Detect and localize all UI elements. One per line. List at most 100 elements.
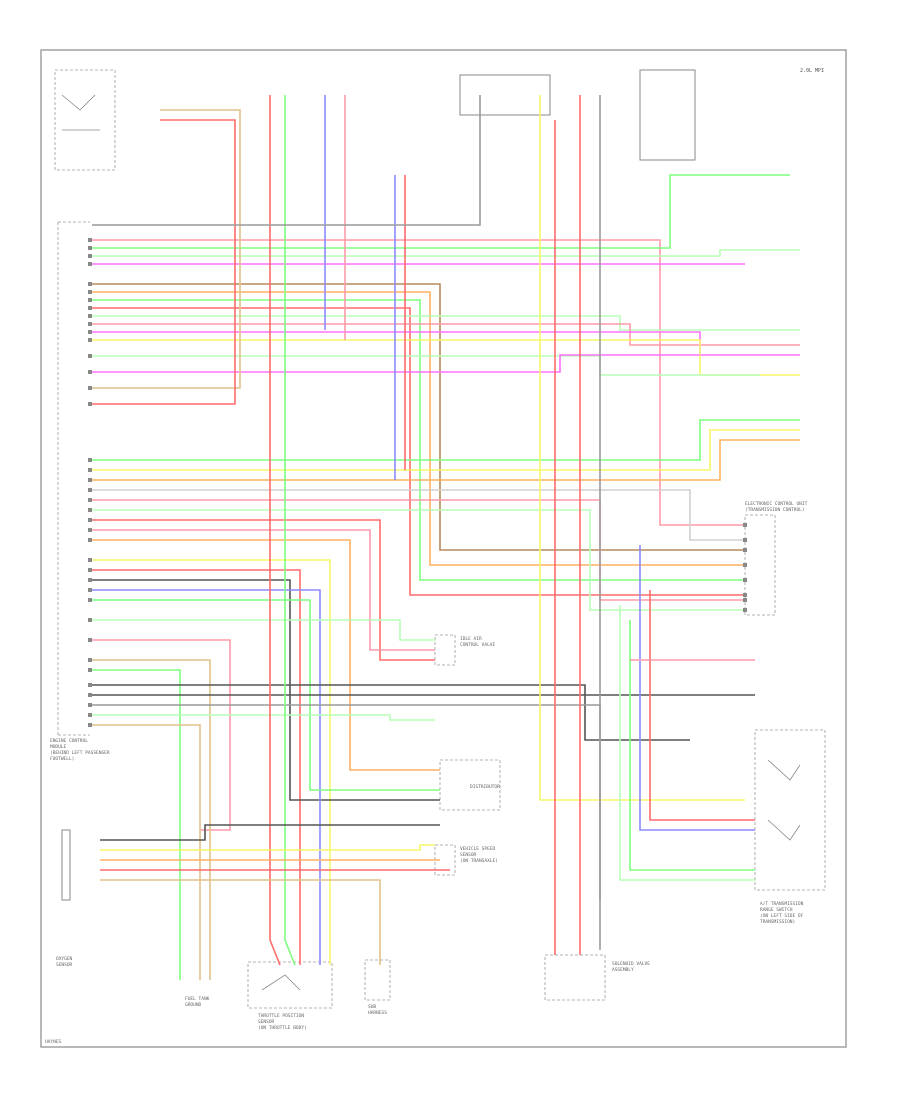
wire-57 bbox=[100, 879, 381, 965]
diagram-legend: HAYNES bbox=[45, 1039, 62, 1045]
wire-13 bbox=[92, 354, 700, 373]
idle-air-control-box bbox=[434, 634, 456, 666]
solenoid-valve-label: SOLENOID VALVE ASSEMBLY bbox=[612, 961, 653, 973]
ecm-pin-25 bbox=[88, 558, 92, 562]
ecm-pin-38 bbox=[88, 723, 92, 727]
ecm-pin-30 bbox=[88, 618, 92, 622]
distributor-label: DISTRIBUTOR bbox=[470, 784, 500, 790]
wire-25 bbox=[92, 559, 331, 965]
ecm-pin-0 bbox=[88, 238, 92, 242]
wire-6 bbox=[92, 299, 745, 581]
ecm-pin-13 bbox=[88, 370, 92, 374]
wire-23 bbox=[92, 529, 435, 651]
top-connector-box bbox=[459, 74, 551, 116]
ecm-pin-4 bbox=[88, 282, 92, 286]
ecm-pin-29 bbox=[88, 598, 92, 602]
wire-0 bbox=[92, 239, 745, 526]
sub-harness-label: SUB HARNESS bbox=[368, 1004, 387, 1016]
wire-17 bbox=[92, 429, 800, 471]
ecm-pin-6 bbox=[88, 298, 92, 302]
wire-1 bbox=[92, 174, 790, 249]
wire-37 bbox=[92, 714, 435, 721]
wire-4 bbox=[92, 283, 745, 551]
vss-label: VEHICLE SPEED SENSOR (ON TRANSAXLE) bbox=[460, 846, 498, 864]
wire-2 bbox=[92, 249, 800, 257]
wire-22 bbox=[92, 519, 435, 661]
ecu-pin-6 bbox=[743, 598, 747, 602]
wire-19 bbox=[92, 489, 745, 541]
wire-5 bbox=[92, 291, 745, 566]
wire-8 bbox=[92, 315, 800, 331]
top-right-box bbox=[639, 69, 696, 161]
at-range-switch-box bbox=[754, 729, 826, 891]
wire-47 bbox=[639, 545, 755, 831]
ecm-pin-32 bbox=[88, 658, 92, 662]
at-range-switch-label: A/T TRANSMISSION RANGE SWITCH (ON LEFT S… bbox=[760, 901, 806, 925]
wire-15 bbox=[92, 119, 236, 405]
ecm-pin-37 bbox=[88, 713, 92, 717]
ecm-pin-24 bbox=[88, 538, 92, 542]
ecm-pin-35 bbox=[88, 693, 92, 697]
ecm-pin-34 bbox=[88, 683, 92, 687]
wire-38 bbox=[92, 724, 201, 980]
ecm-bracket bbox=[57, 221, 90, 736]
throttle-position-sensor-box bbox=[247, 961, 333, 1009]
ecm-pin-27 bbox=[88, 578, 92, 582]
ecu-label: ELECTRONIC CONTROL UNIT (TRANSMISSION CO… bbox=[745, 501, 810, 513]
o2-sensor-bar bbox=[61, 829, 71, 901]
ecu-pin-7 bbox=[743, 608, 747, 612]
ecm-pin-14 bbox=[88, 386, 92, 390]
wire-group bbox=[92, 95, 800, 980]
wire-43 bbox=[539, 95, 745, 801]
ecm-pin-17 bbox=[88, 468, 92, 472]
wire-14 bbox=[92, 109, 241, 389]
ecm-pin-11 bbox=[88, 338, 92, 342]
wire-32 bbox=[92, 659, 211, 980]
ecm-pin-22 bbox=[88, 518, 92, 522]
wire-59 bbox=[92, 95, 481, 226]
wire-50 bbox=[629, 620, 755, 871]
ecm-pin-1 bbox=[88, 246, 92, 250]
ecm-pin-28 bbox=[88, 588, 92, 592]
wire-56 bbox=[100, 844, 435, 851]
pin-group bbox=[88, 238, 747, 727]
top-left-relay bbox=[54, 69, 116, 171]
o2-sensor-label: OXYGEN SENSOR bbox=[56, 956, 75, 968]
fuel-tank-ground-label: FUEL TANK GROUND bbox=[185, 996, 212, 1008]
diagram-note: 2.0L MPI bbox=[800, 68, 824, 74]
ecm-pin-31 bbox=[88, 638, 92, 642]
ecm-pin-7 bbox=[88, 306, 92, 310]
ecm-pin-20 bbox=[88, 498, 92, 502]
wire-34 bbox=[92, 684, 690, 741]
ecm-pin-12 bbox=[88, 354, 92, 358]
ecm-pin-21 bbox=[88, 508, 92, 512]
diagram-frame bbox=[40, 49, 847, 1048]
ecm-pin-3 bbox=[88, 262, 92, 266]
ecm-pin-36 bbox=[88, 703, 92, 707]
wire-27 bbox=[92, 579, 440, 801]
tps-label: THROTTLE POSITION SENSOR (ON THROTTLE BO… bbox=[258, 1013, 307, 1031]
wire-49 bbox=[619, 605, 755, 881]
ecm-label: ENGINE CONTROL MODULE (BEHIND LEFT PASSE… bbox=[50, 738, 112, 762]
ecm-pin-26 bbox=[88, 568, 92, 572]
ecm-pin-23 bbox=[88, 528, 92, 532]
wire-10 bbox=[92, 331, 800, 356]
ecu-pin-1 bbox=[743, 538, 747, 542]
wire-18 bbox=[92, 439, 800, 481]
ecu-box bbox=[744, 514, 776, 616]
ecm-pin-8 bbox=[88, 314, 92, 318]
sub-harness-box bbox=[364, 959, 391, 1001]
solenoid-valve-box bbox=[544, 954, 606, 1001]
wire-36 bbox=[92, 704, 601, 950]
ecu-pin-3 bbox=[743, 563, 747, 567]
ecm-pin-33 bbox=[88, 668, 92, 672]
ecu-pin-4 bbox=[743, 578, 747, 582]
ecm-pin-9 bbox=[88, 322, 92, 326]
ecu-pin-2 bbox=[743, 548, 747, 552]
ecm-pin-19 bbox=[88, 488, 92, 492]
wire-39 bbox=[269, 95, 281, 966]
wire-9 bbox=[92, 323, 800, 346]
ecm-pin-15 bbox=[88, 402, 92, 406]
